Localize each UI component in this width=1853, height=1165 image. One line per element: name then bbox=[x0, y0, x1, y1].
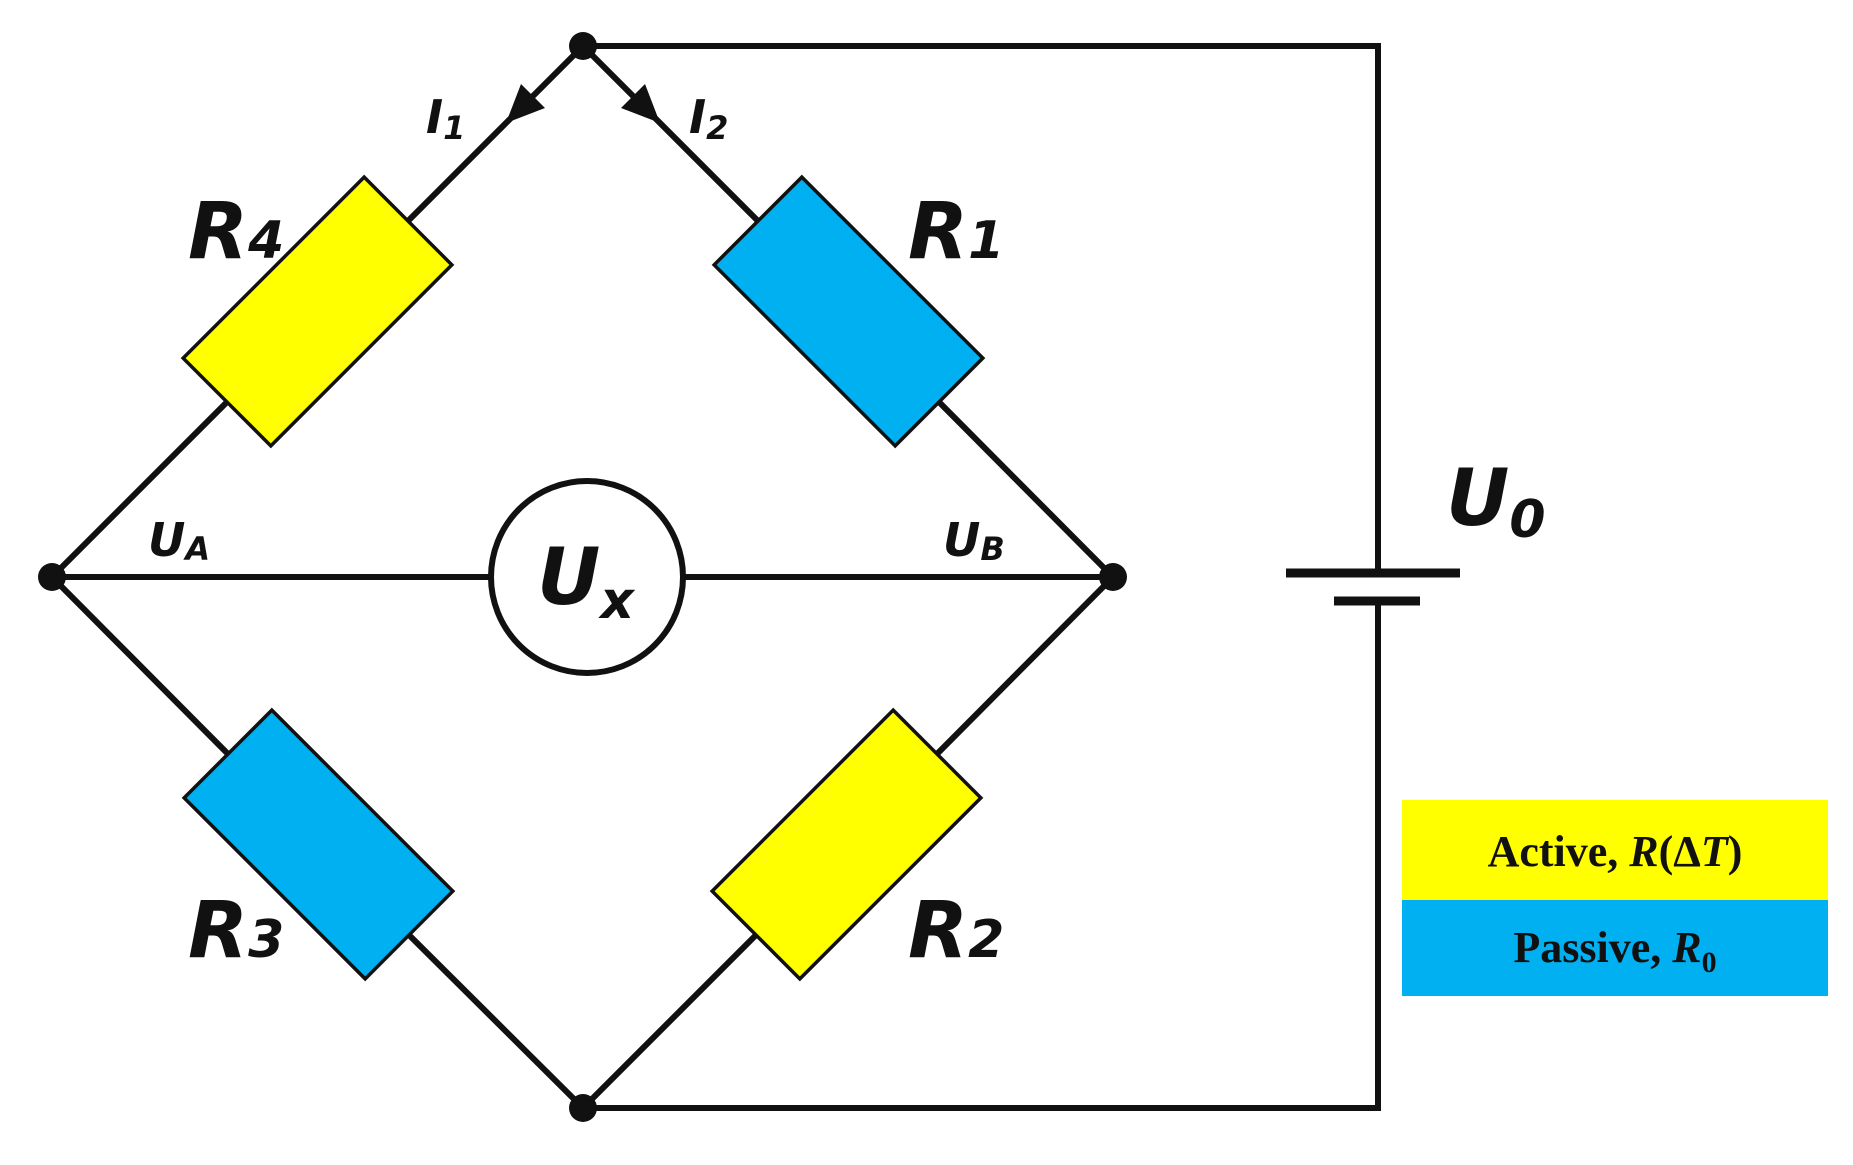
battery-u0 bbox=[1286, 568, 1460, 606]
resistor-r4 bbox=[180, 174, 455, 449]
label-r3: R3 bbox=[188, 886, 284, 976]
bridge-wires bbox=[47, 41, 1381, 1113]
voltmeter-circle bbox=[488, 478, 686, 676]
label-ua: UA bbox=[148, 513, 210, 568]
voltmeter-ux: Ux bbox=[488, 478, 686, 676]
wire-r2-to-bottom bbox=[578, 928, 763, 1113]
current-arrow-i2 bbox=[621, 84, 660, 123]
node-top bbox=[569, 32, 597, 60]
wire-top-to-battery bbox=[580, 43, 1381, 576]
node-left bbox=[38, 563, 66, 591]
label-r2: R2 bbox=[908, 886, 1004, 976]
wire-top-to-r4 bbox=[403, 41, 588, 226]
wire-r3-to-bottom bbox=[402, 928, 588, 1113]
label-i1: I1 bbox=[426, 90, 465, 147]
legend-passive-swatch bbox=[1402, 900, 1828, 996]
label-r1: R1 bbox=[908, 187, 1004, 277]
label-u0: U0 bbox=[1446, 454, 1546, 550]
resistor-r1-body bbox=[711, 174, 986, 449]
resistor-r1 bbox=[711, 174, 986, 449]
resistor-r2-body bbox=[709, 707, 984, 982]
current-arrow-i1 bbox=[506, 84, 545, 123]
wire-r1-to-right bbox=[932, 395, 1118, 582]
resistor-r4-body bbox=[180, 174, 455, 449]
node-bottom bbox=[569, 1094, 597, 1122]
legend-active-swatch bbox=[1402, 800, 1828, 900]
voltmeter-label: Ux bbox=[537, 533, 635, 631]
node-right bbox=[1099, 563, 1127, 591]
wire-top-to-r1 bbox=[578, 41, 765, 228]
label-i2: I2 bbox=[689, 90, 728, 147]
label-r4: R4 bbox=[188, 187, 284, 277]
wire-r4-to-left bbox=[47, 397, 232, 582]
resistor-r3-body bbox=[181, 707, 456, 982]
wire-right-to-r2 bbox=[930, 572, 1118, 761]
wire-battery-to-bottom bbox=[580, 598, 1381, 1111]
resistor-r3 bbox=[181, 707, 456, 982]
label-ub: UB bbox=[943, 513, 1005, 568]
resistor-r2 bbox=[709, 707, 984, 982]
wire-left-to-r3 bbox=[47, 572, 235, 761]
legend-active-label: Active, R(ΔT) bbox=[1488, 827, 1743, 876]
legend-passive-label: Passive, R0 bbox=[1513, 923, 1716, 979]
legend: Active, R(ΔT) Passive, R0 bbox=[1402, 800, 1828, 996]
